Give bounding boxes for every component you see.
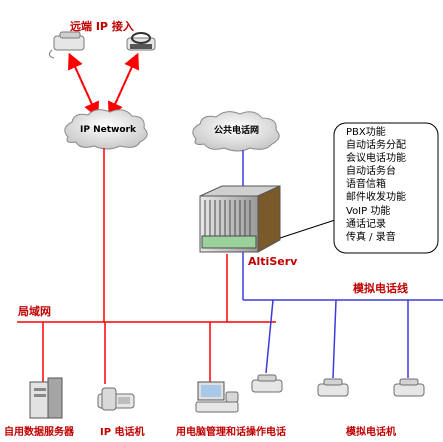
analog-phone-icon-2 xyxy=(317,378,349,397)
feature-list: PBX功能 自动话务分配 会议电话功能 自动话务台 语音信箱 邮件收发功能 Vo… xyxy=(334,123,438,253)
server-label: 自用数据服务器 xyxy=(4,427,74,438)
feature-item: 会议电话功能 xyxy=(346,153,406,164)
analog-phone-label: 模拟电话机 xyxy=(346,427,396,438)
pc-console-phone-icon xyxy=(195,381,239,413)
remote-link-arrow-right-down xyxy=(107,59,136,119)
feature-item: 邮件收发功能 xyxy=(346,192,406,203)
analog-phone-icon-1 xyxy=(251,374,283,393)
ip-phone-icon xyxy=(97,387,135,411)
remote-ip-phone-icon xyxy=(48,31,85,59)
ip-network-label: IP Network xyxy=(80,125,136,135)
feature-item: PBX功能 xyxy=(346,127,386,138)
ip-phone-label: IP 电话机 xyxy=(100,427,145,438)
altiserv-label: AltiServ xyxy=(248,255,298,268)
lan-label: 局域网 xyxy=(18,305,51,318)
pc-console-label: 用电脑管理和话操作电话 xyxy=(176,427,286,438)
lan-lines xyxy=(17,148,276,384)
feature-item: 通话记录 xyxy=(346,219,386,230)
remote-headset-phone-icon xyxy=(126,32,156,51)
feature-item: VoIP 功能 xyxy=(346,206,391,217)
ip-network-cloud-icon xyxy=(64,109,148,150)
feature-box-frame xyxy=(333,122,439,254)
remote-link-arrow-left-up xyxy=(71,59,100,119)
altiserv-chassis-icon xyxy=(199,185,281,253)
analog-line-label: 模拟电话线 xyxy=(353,282,408,295)
feature-item: 自动话务台 xyxy=(346,166,396,177)
feature-item: 自动话务分配 xyxy=(346,140,406,151)
feature-pointer-line xyxy=(279,219,336,239)
analog-phone-icon-3 xyxy=(393,378,425,397)
pstn-cloud-icon xyxy=(192,111,280,152)
analog-lines xyxy=(242,150,443,379)
data-server-icon xyxy=(29,377,63,419)
feature-item: 传真 / 录音 xyxy=(346,232,396,243)
diagram-title: 远端 IP 接入 xyxy=(70,20,134,33)
pstn-label: 公共电话网 xyxy=(214,126,260,136)
feature-item: 语音信箱 xyxy=(346,179,386,190)
